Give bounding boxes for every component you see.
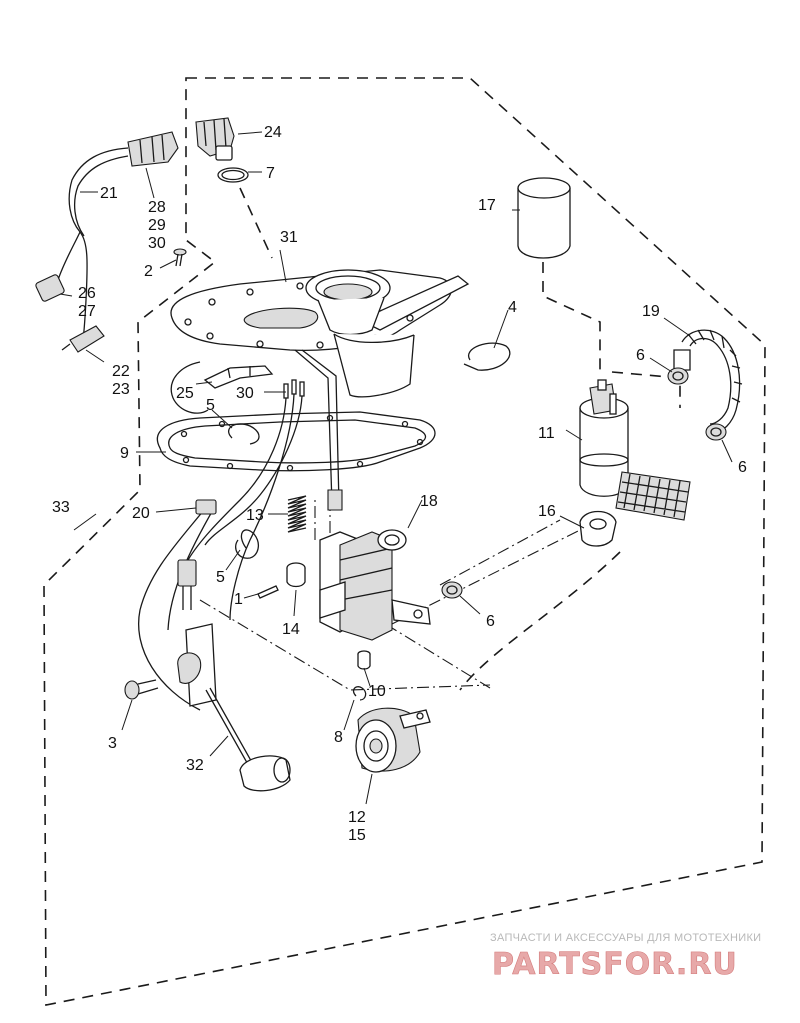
leader-lines: [59, 131, 733, 805]
part-6-clamp-bracket: [441, 581, 463, 599]
callout-33: 33: [52, 499, 70, 516]
part-18-pump-bracket: [319, 529, 431, 641]
part-9-gasket: [156, 411, 436, 472]
callout-18: 18: [420, 493, 438, 510]
part-4-clamp-ring: [463, 342, 511, 371]
callout-6-hose-bottom: 6: [738, 459, 747, 476]
callout-17: 17: [478, 197, 496, 214]
callout-22: 22: [112, 363, 130, 380]
part-20-connector: [177, 499, 217, 610]
callout-5-lower: 5: [216, 569, 225, 586]
callout-3: 3: [108, 735, 117, 752]
part-32-level-sender: [177, 623, 291, 792]
callout-20: 20: [132, 505, 150, 522]
part-10-bushing: [357, 650, 371, 670]
part-24-connector: [195, 117, 235, 161]
callout-11: 11: [538, 425, 555, 442]
part-26-connector: [35, 274, 65, 302]
callout-23: 23: [112, 381, 130, 398]
alignment-line-6: [439, 519, 561, 586]
part-1-pin: [257, 585, 279, 599]
callout-9: 9: [120, 445, 129, 462]
callout-29: 29: [148, 217, 166, 234]
callout-2: 2: [144, 263, 153, 280]
part-19-fuel-hose: [673, 329, 743, 433]
part-2-screw: [173, 248, 187, 267]
callout-7: 7: [266, 165, 275, 182]
callout-5-upper: 5: [206, 397, 215, 414]
part-14-bushing: [286, 562, 306, 588]
assembly-boundary: [43, 77, 766, 1006]
callout-30-upper: 30: [148, 235, 166, 252]
callout-21: 21: [100, 185, 118, 202]
guide-line-6: [611, 371, 681, 408]
gasket-holes: [180, 414, 424, 472]
part-3-screw: [124, 679, 159, 700]
part-8-clip: [352, 686, 367, 701]
part-22-terminal: [69, 325, 105, 353]
guide-curve: [459, 551, 621, 691]
callout-14: 14: [282, 621, 300, 638]
callout-10: 10: [368, 683, 386, 700]
callout-30-lower: 30: [236, 385, 254, 402]
part-28-connector: [127, 131, 179, 167]
alignment-line-2: [199, 599, 491, 691]
callout-27: 27: [78, 303, 96, 320]
part-12-pump-motor: [355, 707, 431, 773]
callout-25: 25: [176, 385, 194, 402]
part-5-clip-lower: [235, 529, 260, 559]
guide-line-cap: [239, 187, 273, 259]
guide-line-17: [542, 262, 601, 375]
part-25-bracket: [203, 365, 274, 389]
callout-8: 8: [334, 729, 343, 746]
callout-6-hose-top: 6: [636, 347, 645, 364]
part-11-fuel-pump: [579, 379, 629, 497]
callout-28: 28: [148, 199, 166, 216]
watermark-tagline: ЗАПЧАСТИ И АКСЕССУАРЫ ДЛЯ МОТОТЕХНИКИ: [490, 932, 761, 944]
pump-strainer: [615, 471, 691, 521]
callout-32: 32: [186, 757, 204, 774]
callout-6-bracket: 6: [486, 613, 495, 630]
callout-26: 26: [78, 285, 96, 302]
callout-1: 1: [234, 591, 243, 608]
callout-13: 13: [246, 507, 264, 524]
callout-15: 15: [348, 827, 366, 844]
watermark-brand: PARTSFOR.RU: [492, 947, 738, 982]
part-6-clamp-hose-bottom: [705, 423, 727, 441]
part-13-spring: [287, 495, 307, 533]
plate-recess: [243, 307, 319, 329]
part-6-clamp-hose-top: [667, 367, 689, 385]
callout-16: 16: [538, 503, 556, 520]
filler-neck: [305, 269, 415, 398]
callout-4: 4: [508, 299, 517, 316]
part-7-o-ring: [217, 167, 249, 183]
callout-19: 19: [642, 303, 660, 320]
callout-24: 24: [264, 124, 282, 141]
pickup-tube: [294, 349, 340, 506]
internal-wiring: [170, 361, 303, 621]
part-5-clip-upper: [227, 423, 260, 445]
part-17-filter-sleeve: [517, 177, 571, 259]
callout-31: 31: [280, 229, 298, 246]
callout-12: 12: [348, 809, 366, 826]
